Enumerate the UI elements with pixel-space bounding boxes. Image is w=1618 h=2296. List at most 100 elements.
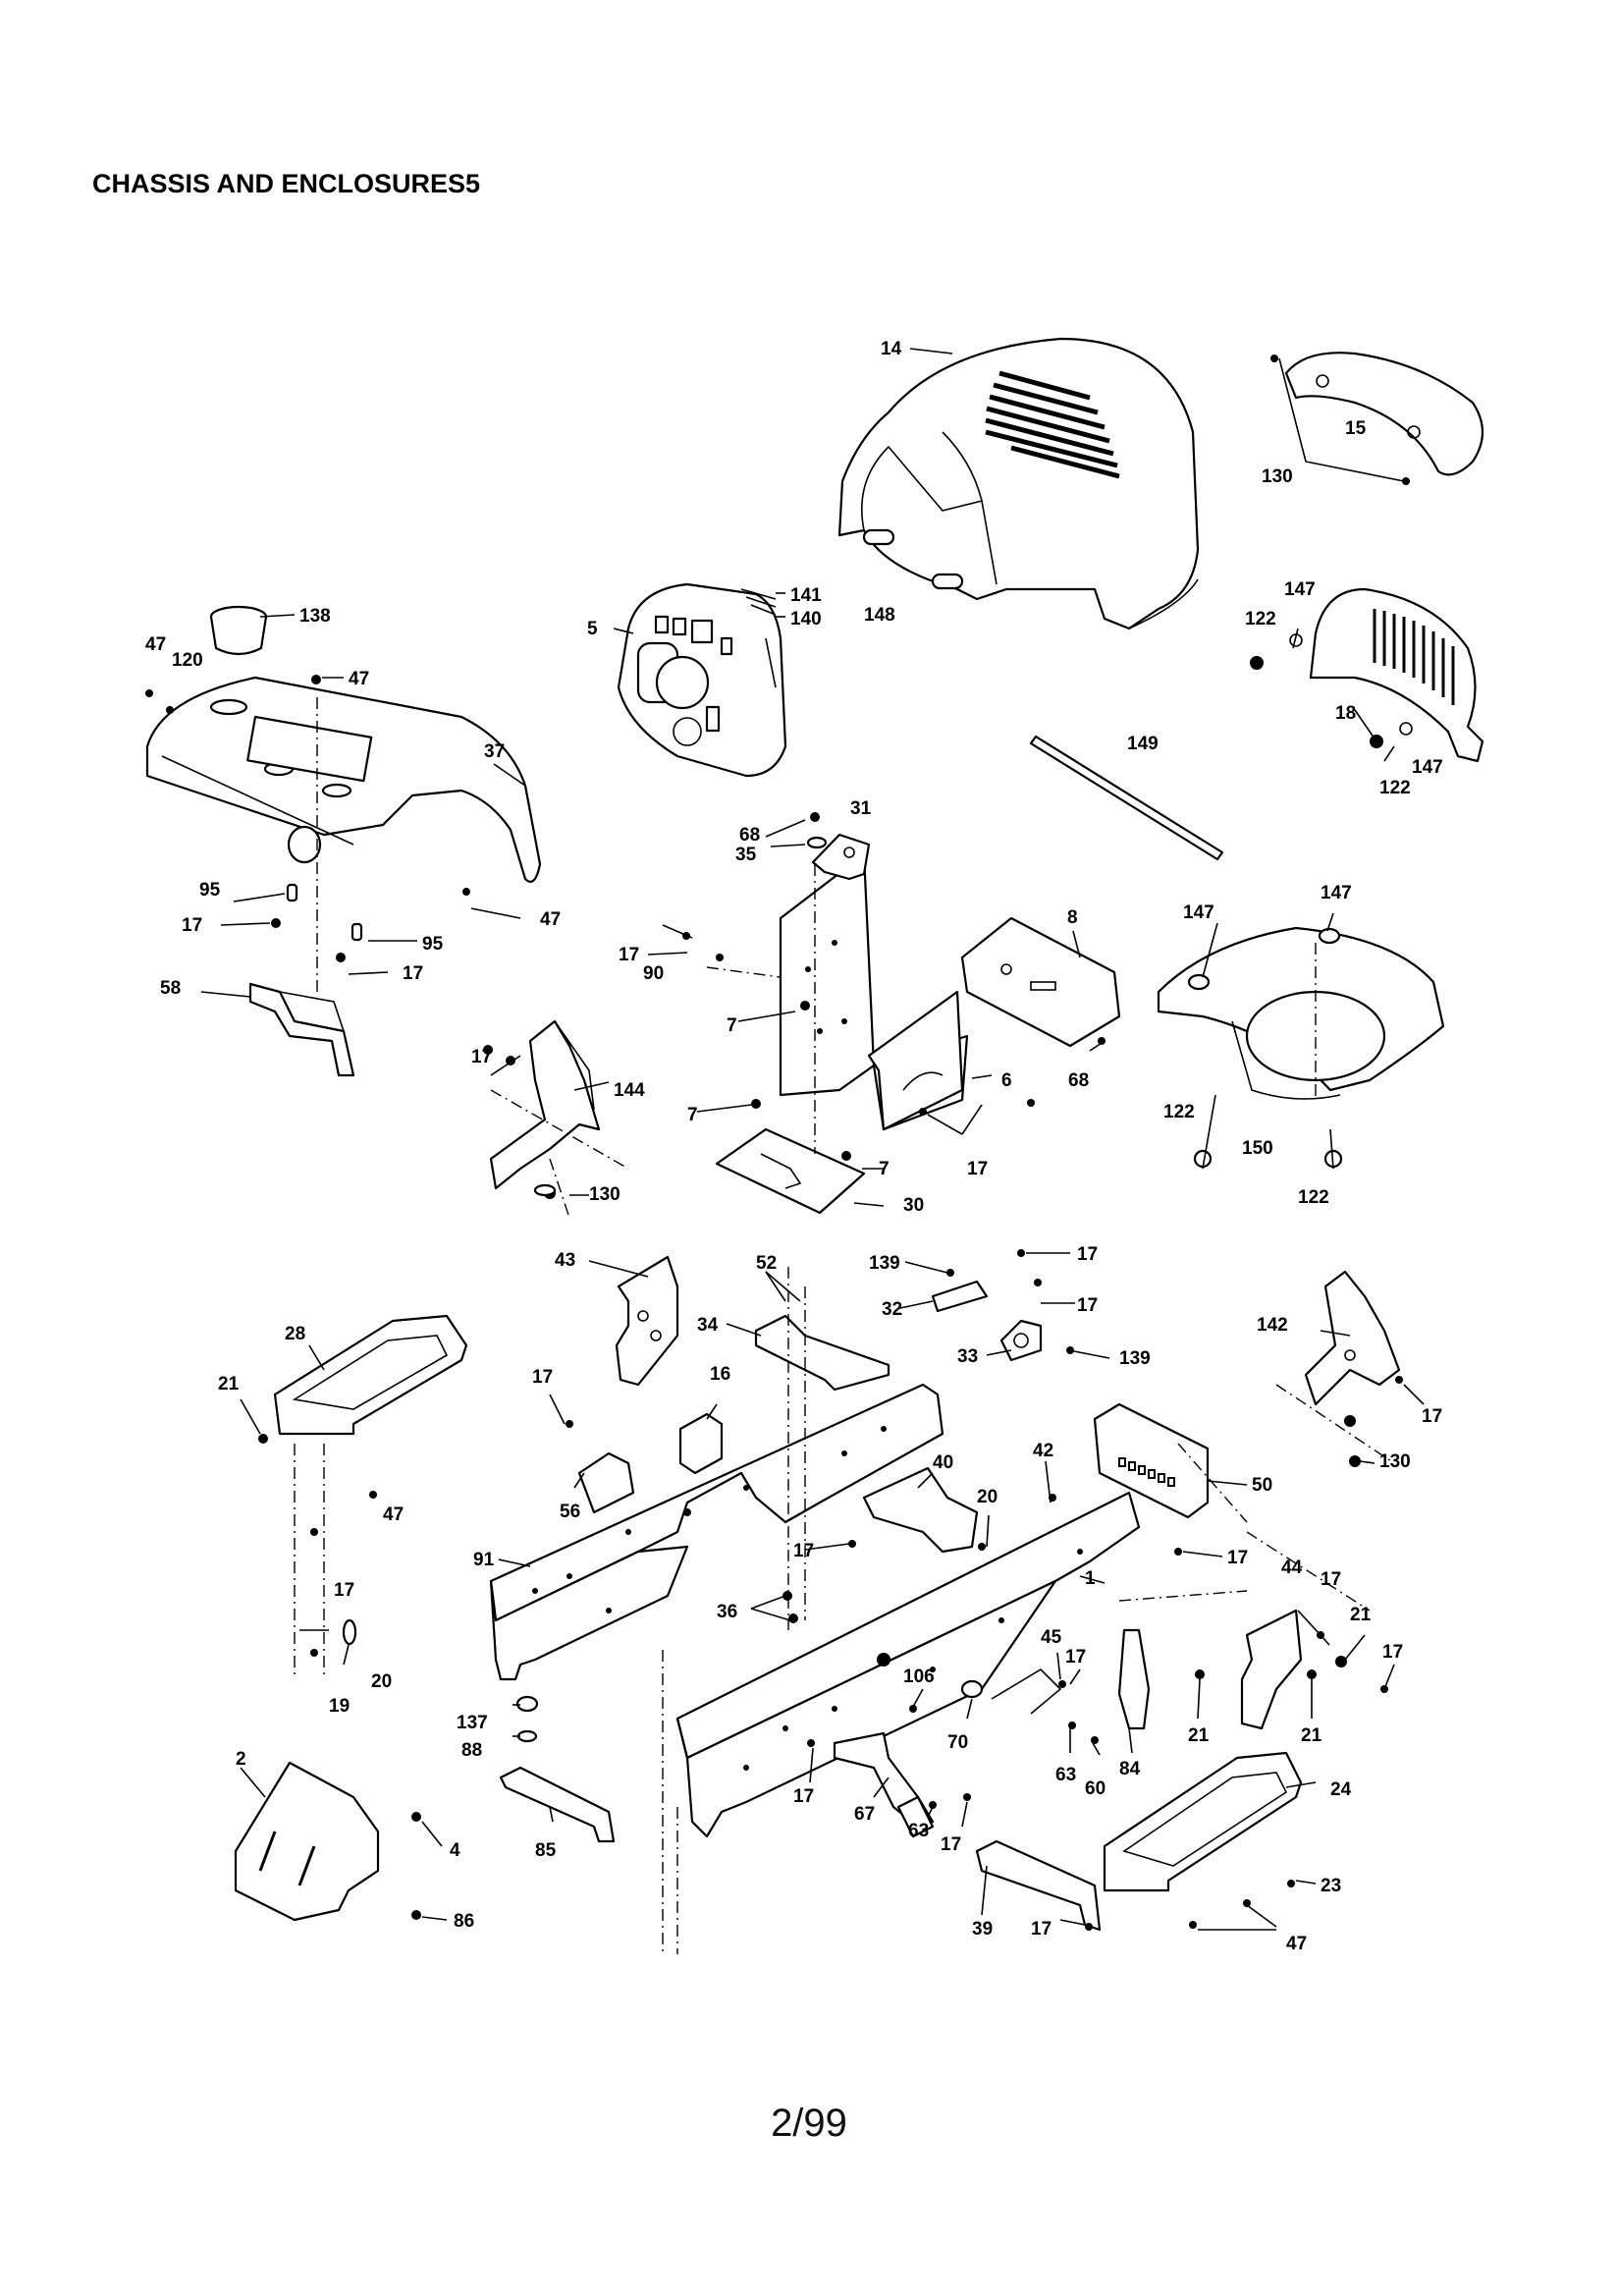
callout-34: 34: [697, 1315, 719, 1336]
callout-5: 5: [587, 619, 598, 639]
grille-part-18: [1250, 587, 1484, 763]
callout-68-a: 68: [739, 825, 760, 846]
callout-7-b: 7: [687, 1105, 698, 1125]
callout-24: 24: [1330, 1779, 1352, 1800]
callout-19: 19: [329, 1696, 350, 1717]
bracket-part-34: [754, 1314, 890, 1392]
callout-85: 85: [535, 1840, 557, 1861]
callout-147-b: 147: [1412, 757, 1443, 778]
bracket-part-43: [615, 1255, 679, 1387]
callout-147-d: 147: [1321, 883, 1352, 903]
callout-14: 14: [881, 339, 902, 359]
callout-17-a: 17: [182, 915, 202, 936]
callout-88: 88: [461, 1740, 482, 1761]
callout-47-a: 47: [145, 634, 166, 655]
callout-67: 67: [854, 1804, 875, 1825]
callout-7-c: 7: [879, 1159, 890, 1179]
bracket-part-2: [234, 1761, 380, 1922]
page-number: 2/99: [771, 2102, 847, 2145]
callout-21-a: 21: [218, 1374, 240, 1394]
callout-17-f: 17: [1077, 1244, 1098, 1265]
callout-142: 142: [1257, 1315, 1288, 1336]
bracket-part-33: [999, 1319, 1043, 1362]
fender-part-37: [145, 676, 542, 883]
rail-part-50: [1093, 1402, 1210, 1519]
callout-33: 33: [957, 1346, 978, 1367]
callout-47-d: 47: [383, 1504, 404, 1525]
callout-147-a: 147: [1284, 579, 1316, 600]
bracket-part-32: [931, 1280, 989, 1313]
callout-86: 86: [454, 1911, 474, 1932]
callout-50: 50: [1252, 1475, 1272, 1496]
callout-1: 1: [1085, 1568, 1096, 1589]
callout-63-b: 63: [908, 1821, 929, 1841]
callout-labels: 14 15 130 141 140 148 5 138 47 120 47 14…: [145, 339, 1443, 1954]
callout-30: 30: [903, 1195, 924, 1216]
callout-36: 36: [717, 1602, 737, 1622]
callout-91: 91: [473, 1550, 495, 1570]
callout-17-c: 17: [619, 945, 639, 965]
firewall-part-6: [779, 852, 969, 1131]
callout-17-d: 17: [471, 1047, 492, 1067]
callout-70: 70: [947, 1732, 968, 1753]
grille-bracket-part-15: [1270, 352, 1483, 485]
callout-47-b: 47: [349, 669, 369, 689]
footrest-left-part-28: [273, 1314, 468, 1436]
fasteners: [145, 675, 1403, 1931]
callout-17-k: 17: [1227, 1548, 1248, 1568]
callout-45: 45: [1041, 1627, 1062, 1648]
callout-60: 60: [1085, 1778, 1106, 1799]
callout-21-c: 21: [1188, 1725, 1210, 1746]
heat-shield-part-16: [678, 1412, 724, 1475]
frame-right-part-1: [675, 1491, 1141, 1838]
callout-17-q: 17: [941, 1834, 961, 1855]
callout-106: 106: [903, 1667, 935, 1687]
callout-18: 18: [1335, 703, 1356, 724]
callout-147-c: 147: [1183, 902, 1214, 923]
callout-90: 90: [643, 963, 664, 984]
callout-144: 144: [614, 1080, 645, 1101]
callout-4: 4: [450, 1840, 460, 1861]
callout-56: 56: [560, 1502, 580, 1522]
callout-47-c: 47: [540, 909, 561, 930]
pedal-part-67: [833, 1731, 935, 1838]
callout-17-g: 17: [1077, 1295, 1098, 1316]
callout-63-a: 63: [1055, 1765, 1076, 1785]
fuel-cap-part-138: [209, 605, 268, 656]
callout-149: 149: [1127, 734, 1159, 754]
callout-16: 16: [710, 1364, 730, 1385]
callout-21-d: 21: [1301, 1725, 1322, 1746]
callout-122-d: 122: [1298, 1187, 1329, 1208]
callout-52: 52: [756, 1253, 777, 1274]
callout-139-b: 139: [1119, 1348, 1151, 1369]
battery-plate-part-8: [960, 916, 1121, 1048]
callout-17-n: 17: [334, 1580, 354, 1601]
strip-part-149: [1029, 735, 1224, 861]
callout-2: 2: [236, 1749, 246, 1770]
callout-17-j: 17: [793, 1541, 814, 1561]
plate-part-30: [715, 1127, 866, 1215]
bracket-part-40: [862, 1466, 979, 1554]
leader-lines: [200, 348, 1425, 1931]
callout-6: 6: [1001, 1070, 1012, 1091]
callout-122-c: 122: [1163, 1102, 1195, 1122]
callout-139-a: 139: [869, 1253, 900, 1274]
callout-47-e: 47: [1286, 1934, 1307, 1954]
callout-148: 148: [864, 605, 895, 626]
callout-43: 43: [555, 1250, 575, 1271]
frame-left-part-91: [489, 1383, 944, 1681]
callout-140: 140: [790, 609, 822, 629]
callout-20-b: 20: [371, 1671, 392, 1692]
steering-support-part-58: [248, 982, 355, 1077]
callout-32: 32: [882, 1299, 902, 1320]
callout-120: 120: [172, 650, 203, 671]
springs-parts-140-141: [740, 588, 777, 616]
dash-panel-part-5: [617, 582, 787, 778]
callout-130-b: 130: [589, 1184, 620, 1205]
bracket-part-44: [1240, 1609, 1303, 1730]
callout-84: 84: [1119, 1759, 1141, 1779]
callout-7-a: 7: [727, 1015, 737, 1036]
assembly-centerlines: [294, 697, 1395, 1954]
callout-95-a: 95: [199, 880, 221, 901]
